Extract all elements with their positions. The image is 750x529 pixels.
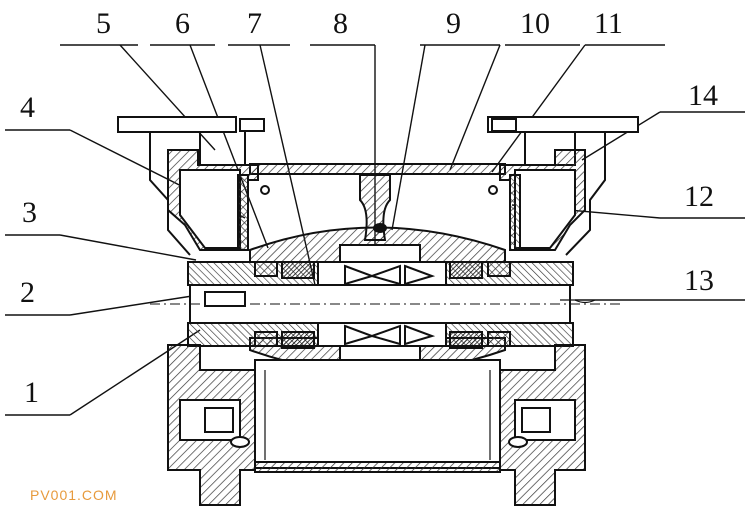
callout-7: 7 bbox=[247, 7, 262, 40]
callout-14: 14 bbox=[688, 79, 718, 112]
callout-11: 11 bbox=[594, 7, 623, 40]
pump-body bbox=[117, 116, 639, 506]
callout-3: 3 bbox=[22, 196, 37, 229]
callout-5: 5 bbox=[96, 7, 111, 40]
callout-12: 12 bbox=[684, 180, 714, 213]
callout-8: 8 bbox=[333, 7, 348, 40]
callout-6: 6 bbox=[175, 7, 190, 40]
callout-10: 10 bbox=[520, 7, 550, 40]
callout-labels: 5 6 7 8 9 10 11 14 4 12 3 2 13 1 bbox=[20, 7, 718, 409]
callout-4: 4 bbox=[20, 91, 35, 124]
callout-9: 9 bbox=[446, 7, 461, 40]
watermark: PV001.COM bbox=[30, 487, 118, 503]
callout-2: 2 bbox=[20, 276, 35, 309]
callout-1: 1 bbox=[24, 376, 39, 409]
callout-13: 13 bbox=[684, 264, 714, 297]
